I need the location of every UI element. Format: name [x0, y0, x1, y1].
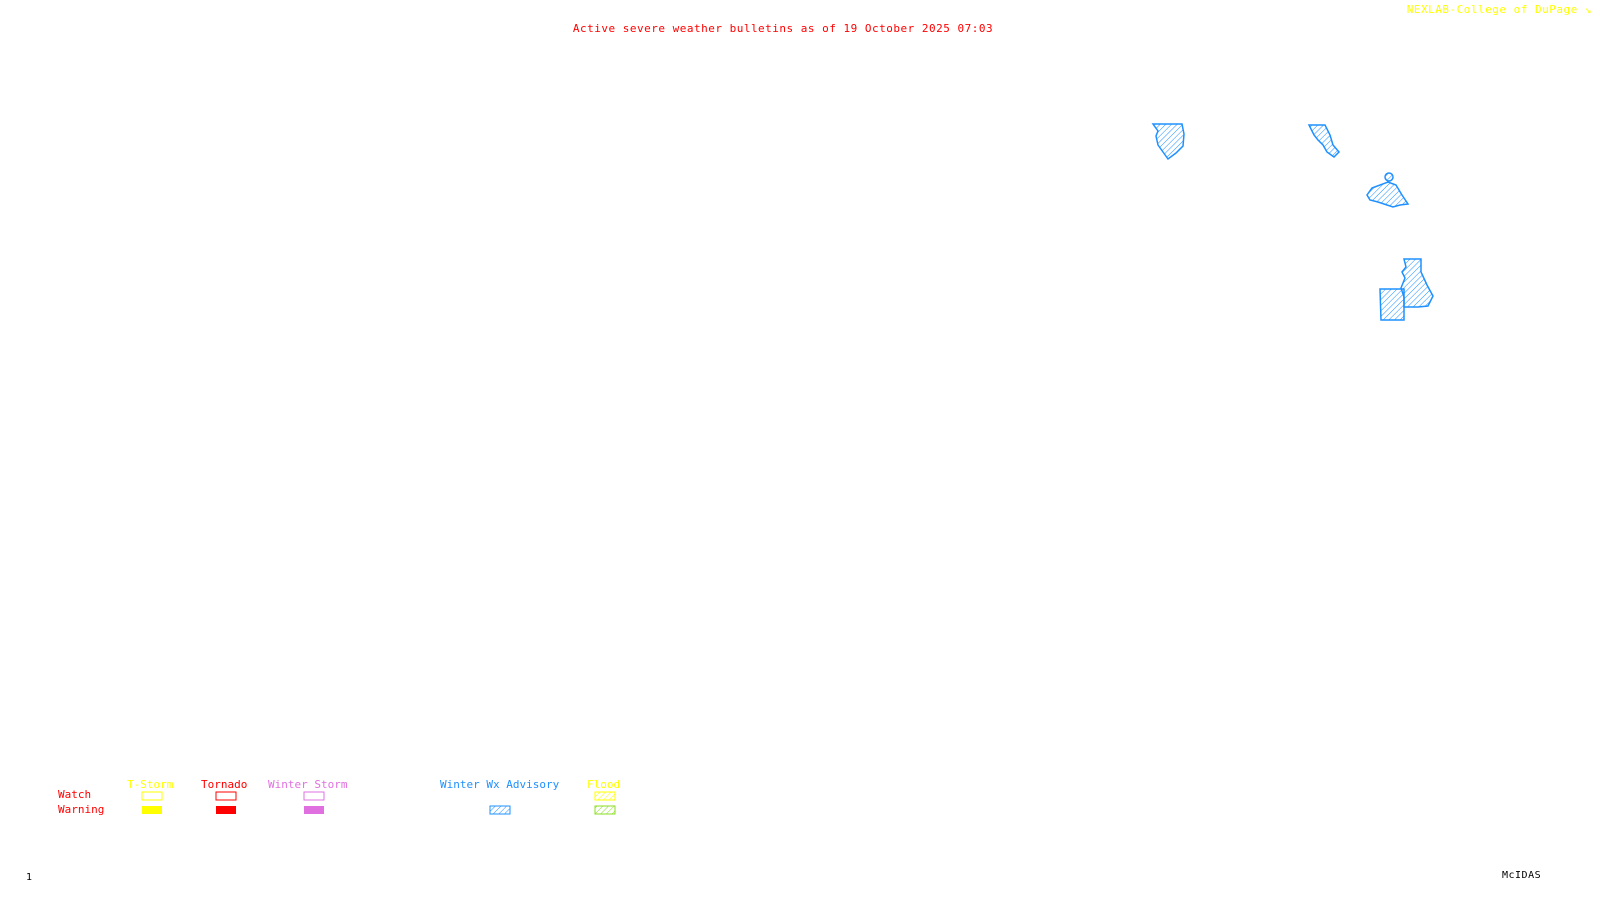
winter-storm-watch-swatch	[303, 791, 325, 801]
legend-warning-row-label: Warning	[58, 803, 105, 816]
legend-watch-row-label: Watch	[58, 788, 92, 801]
credit-label: NEXLAB-College of DuPage ↘	[1407, 4, 1592, 16]
frame-number: 1	[26, 872, 33, 883]
advisory-area-2[interactable]	[1307, 124, 1341, 158]
advisory-area-4[interactable]	[1400, 258, 1434, 308]
legend-tornado-label: Tornado	[201, 778, 248, 791]
advisory-area-1[interactable]	[1151, 123, 1185, 161]
advisory-area-5[interactable]	[1379, 288, 1405, 321]
legend-winter-storm-label: Winter Storm	[268, 778, 348, 791]
resize-corner-icon: ↘	[1584, 3, 1592, 16]
software-label: McIDAS	[1502, 870, 1542, 881]
credit-text: NEXLAB-College of DuPage	[1406, 3, 1578, 16]
legend-winter-wx-advisory-label: Winter Wx Advisory	[440, 778, 560, 791]
winter-wx-advisory-swatch	[489, 805, 511, 815]
tornado-warning-swatch	[216, 806, 236, 814]
advisory-area-3b[interactable]	[1384, 172, 1394, 182]
legend-tstorm-label: T-Storm	[127, 778, 174, 791]
map-title: Active severe weather bulletins as of 19…	[572, 22, 994, 35]
legend-flood-label: Flood	[587, 778, 621, 791]
tstorm-watch-swatch	[141, 791, 163, 801]
tstorm-warning-swatch	[142, 806, 162, 814]
tornado-watch-swatch	[215, 791, 237, 801]
flood-watch-swatch	[594, 791, 616, 801]
advisory-area-3[interactable]	[1366, 181, 1410, 208]
winter-storm-warning-swatch	[304, 806, 324, 814]
flood-warning-swatch	[594, 805, 616, 815]
